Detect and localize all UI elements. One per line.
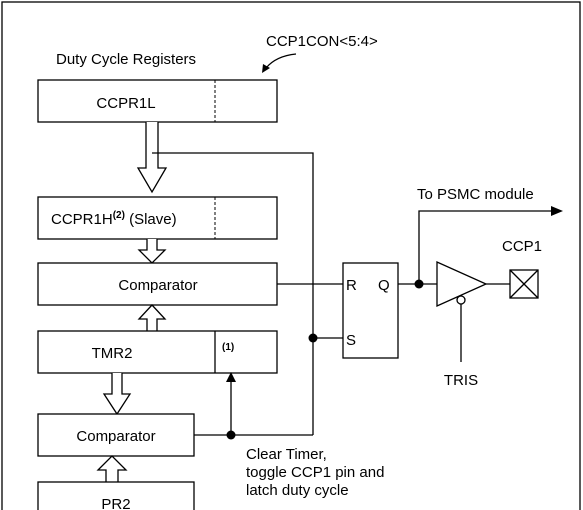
- ccpr1l-box: [37, 79, 278, 123]
- ccp1con-label: CCP1CON<5:4>: [266, 33, 378, 50]
- comparator-top-label: Comparator: [118, 277, 197, 294]
- duty-load-wire: [152, 152, 343, 339]
- duty-cycle-registers-label: Duty Cycle Registers: [56, 51, 196, 68]
- to-psmc-label: To PSMC module: [417, 186, 534, 203]
- ccpr1h-slave: (Slave): [125, 211, 177, 228]
- ccpr1h-note: (2): [113, 210, 125, 221]
- note-line-1: Clear Timer,: [246, 446, 327, 463]
- note-line-3: latch duty cycle: [246, 482, 349, 499]
- comparator-top-box: [37, 262, 278, 306]
- tris-label: TRIS: [444, 372, 478, 389]
- ccpr1l-label: CCPR1L: [96, 95, 155, 112]
- tmr2-to-comparator-bottom-arrow: [102, 373, 132, 416]
- ccp1con-arrowhead: [262, 64, 270, 73]
- tmr2-to-comparator-arrow: [137, 304, 167, 331]
- psmc-wire: [418, 210, 555, 284]
- comparator-bottom-label: Comparator: [76, 428, 155, 445]
- latch-q-label: Q: [378, 277, 390, 294]
- comparator-bottom-box: [37, 413, 195, 457]
- ccpr1h-label: CCPR1H(2) (Slave): [51, 210, 177, 228]
- ccp1con-pointer: [265, 53, 297, 69]
- ccpr1h-box: [37, 196, 278, 240]
- ccp1-pin-cross-b: [509, 269, 539, 299]
- psmc-arrowhead: [551, 206, 563, 216]
- load-arrow: [136, 122, 168, 194]
- ccpr1h-to-comparator-arrow: [137, 239, 167, 264]
- latch-s-label: S: [346, 332, 356, 349]
- ccpr1h-name: CCPR1H: [51, 211, 113, 228]
- output-buffer: [436, 260, 488, 308]
- tmr2-box: [37, 330, 278, 374]
- tmr2-note: (1): [222, 342, 234, 353]
- pr2-box: [37, 481, 195, 510]
- tris-inverter-bubble: [456, 295, 466, 305]
- ccp1-label: CCP1: [502, 238, 542, 255]
- rs-latch-box: [342, 262, 399, 359]
- pr2-to-comparator-arrow: [96, 455, 128, 482]
- clear-timer-arrowhead: [226, 372, 236, 382]
- note-line-2: toggle CCP1 pin and: [246, 464, 384, 481]
- latch-r-label: R: [346, 277, 357, 294]
- pr2-label: PR2: [101, 496, 130, 510]
- tmr2-label: TMR2: [92, 345, 133, 362]
